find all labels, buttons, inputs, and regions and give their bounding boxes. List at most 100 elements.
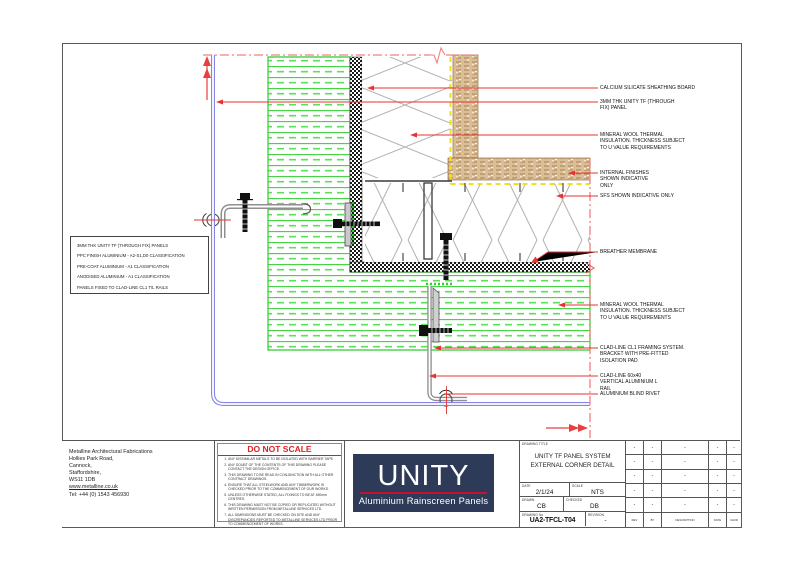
note-item: ANY DOUBT OF THE CONTENTS OF THIS DRAWIN… [228,463,339,472]
company-address-line: Cannock, [69,463,92,470]
title-bar: Metalline Architectural Fabrications Hol… [62,440,741,527]
revision-table: - - - - - - - - - - - - - - - - - [626,441,741,527]
callout-l-rail: CLAD-LINE 60x40 VERTICAL ALUMINIUM L RAI… [600,373,658,392]
drawn-cell: DRAWN CB [520,497,564,511]
notes-box: DO NOT SCALE ANY DISSIMILAR METALS TO BE… [217,443,342,526]
titleblock-left: DRAWING TITLE UNITY TF PANEL SYSTEM EXTE… [520,441,626,527]
company-address-line: Staffordshire, [69,470,101,477]
rev-cell: - [661,498,708,513]
company-name: Metalline Architectural Fabrications [69,449,153,455]
rev-cell: - [726,455,741,470]
panel-spec-box: 3MM THK UNITY TF (THROUGH FIX) PANELS PP… [70,236,209,294]
wool-zone-vertical-wall [362,57,452,178]
unity-logo-wordmark: UNITY [377,459,470,492]
bolt-threads-mid [345,221,375,227]
hex-bolt-threads-rail [431,328,449,333]
drawn-label: DRAWN [522,498,535,503]
rev-cell: - [726,441,741,456]
rev-cell: - [708,455,726,470]
notes-list: ANY DISSIMILAR METALS TO BE ISOLATED WIT… [218,457,339,526]
do-not-scale-heading: DO NOT SCALE [218,444,341,456]
callout-mineral-wool-2: MINERAL WOOL THERMAL INSULATION. THICKNE… [600,302,686,321]
rev-cell: - [626,455,643,470]
bolt-head-left [240,193,250,199]
scale-value: NTS [591,488,604,496]
revision-cell: REVISION - [586,512,625,526]
bolt-shaft-left [242,200,248,232]
sfs-stud-flanges [402,183,564,261]
rev-cell: - [708,498,726,513]
arrow-up-2 [203,68,211,78]
rev-cell: - [661,441,708,456]
wool-zone-horizontal-wall [365,183,590,262]
drawing-no-cell: DRAWING No UA2-TFCL-T04 [520,511,586,526]
drawing-title-line1: UNITY TF PANEL SYSTEM [534,453,611,460]
unity-logo-divider [360,491,487,494]
scale-label: SCALE [572,484,583,488]
vapour-line [449,57,590,185]
rev-cell: - [626,441,643,456]
unity-logo: UNITY Aluminium Rainscreen Panels [353,454,494,512]
note-item: UNLESS OTHERWISE STATED, ALL FIXINGS TO … [228,493,339,502]
company-postcode: WS11 1DB [69,477,96,484]
unity-logo-tagline: Aluminium Rainscreen Panels [358,495,489,506]
break-symbol-top [430,46,446,65]
spec-line: 3MM THK UNITY TF (THROUGH FIX) PANELS [77,243,169,248]
rev-cell: - [661,469,708,484]
rev-cell: - [643,469,661,484]
drawing-title-cell: DRAWING TITLE UNITY TF PANEL SYSTEM EXTE… [520,441,625,483]
spec-line: PPC FINISH ALUMINIUM - A2-S1,D0 CLASSIFI… [77,253,185,259]
bolt-head-mid [333,219,342,228]
note-item: ANY DISSIMILAR METALS TO BE ISOLATED WIT… [228,457,339,461]
revision-value: - [604,517,607,525]
drawing-no-value: UA2-TFCL-T04 [529,516,576,524]
hex-bolt-head-rail [419,325,428,336]
leader-lines [194,87,598,414]
rev-cell: - [626,484,643,499]
sheet-border [62,43,742,528]
leader-arrowheads [216,85,575,379]
rev-header-rev: REV [631,517,638,522]
rev-cell: - [643,498,661,513]
rev-header-chkd: CHKD [726,512,741,527]
bolt-shaft-mid [342,221,380,227]
callout-tf-panel: 3MM THK UNITY TF (THROUGH FIX) PANEL [600,99,675,112]
scale-cell: SCALE NTS [570,483,625,496]
note-item: ENSURE THAT ALL STEELWORK AND ANY TIMBER… [228,483,339,492]
rev-cell: - [726,498,741,513]
checked-label: CHECKED [566,498,583,503]
company-website: www.metalline.co.uk [69,484,118,491]
rev-cell: - [661,483,708,499]
sfs-stud [423,182,433,260]
company-info-section: Metalline Architectural Fabrications Hol… [62,441,215,527]
company-address-line: Hollies Park Road, [69,456,114,463]
drawing-title-line2: EXTERNAL CORNER DETAIL [530,461,615,469]
rev-cell: - [643,483,661,499]
callout-breather-membrane: BREATHER MEMBRANE [600,249,658,255]
bolt-threads-left [242,203,248,230]
rev-cell: - [708,441,726,456]
arrow-right-1 [578,424,588,432]
spec-line: PANELS FIXED TO CLAD-LINE CL1 T/L RAILS [77,284,168,290]
tf-corner-panel-inner [212,55,590,405]
spec-line: PRE-COAT ALUMINIUM - A1 CLASSIFICATION [77,263,169,269]
callout-calcium-silicate: CALCIUM SILICATE SHEATHING BOARD [600,85,696,91]
vertical-l-rail-highlight [428,286,467,400]
notes-section: DO NOT SCALE ANY DISSIMILAR METALS TO BE… [215,441,345,527]
date-value: 2/1/24 [535,488,554,496]
rev-cell: - [661,455,708,470]
checked-value: DB [590,502,599,510]
note-item: THIS DRAWING TO BE READ IN CONJUNCTION W… [228,473,339,482]
rail-hook [302,203,312,215]
bolt-head-bottom [440,233,452,240]
rev-cell: - [626,470,643,484]
internal-finish-vertical [452,54,479,159]
bolt-threads-bottom [443,244,449,276]
rivet-bottom-dome [439,389,453,395]
callout-sfs: SFS SHOWN INDICATIVE ONLY [600,193,674,199]
rev-cell: - [626,498,643,513]
callout-internal-finishes: INTERNAL FINISHES SHOWN INDICATIVE ONLY [600,170,649,189]
corner-rail-left-highlight [222,205,303,238]
rev-cell: - [643,441,661,456]
